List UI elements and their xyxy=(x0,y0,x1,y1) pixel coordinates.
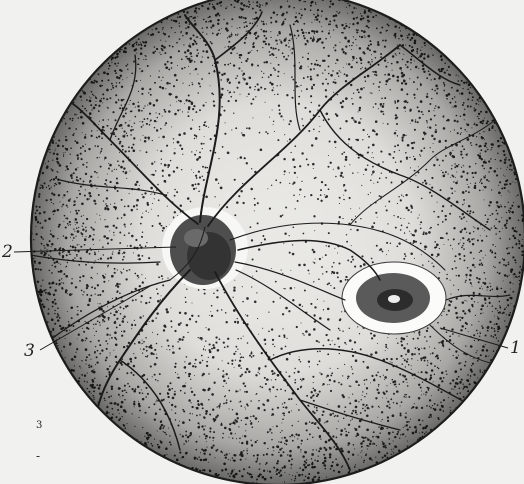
fundus-illustration xyxy=(0,0,524,484)
fundus-figure: 2 3 1 3 - xyxy=(0,0,524,484)
